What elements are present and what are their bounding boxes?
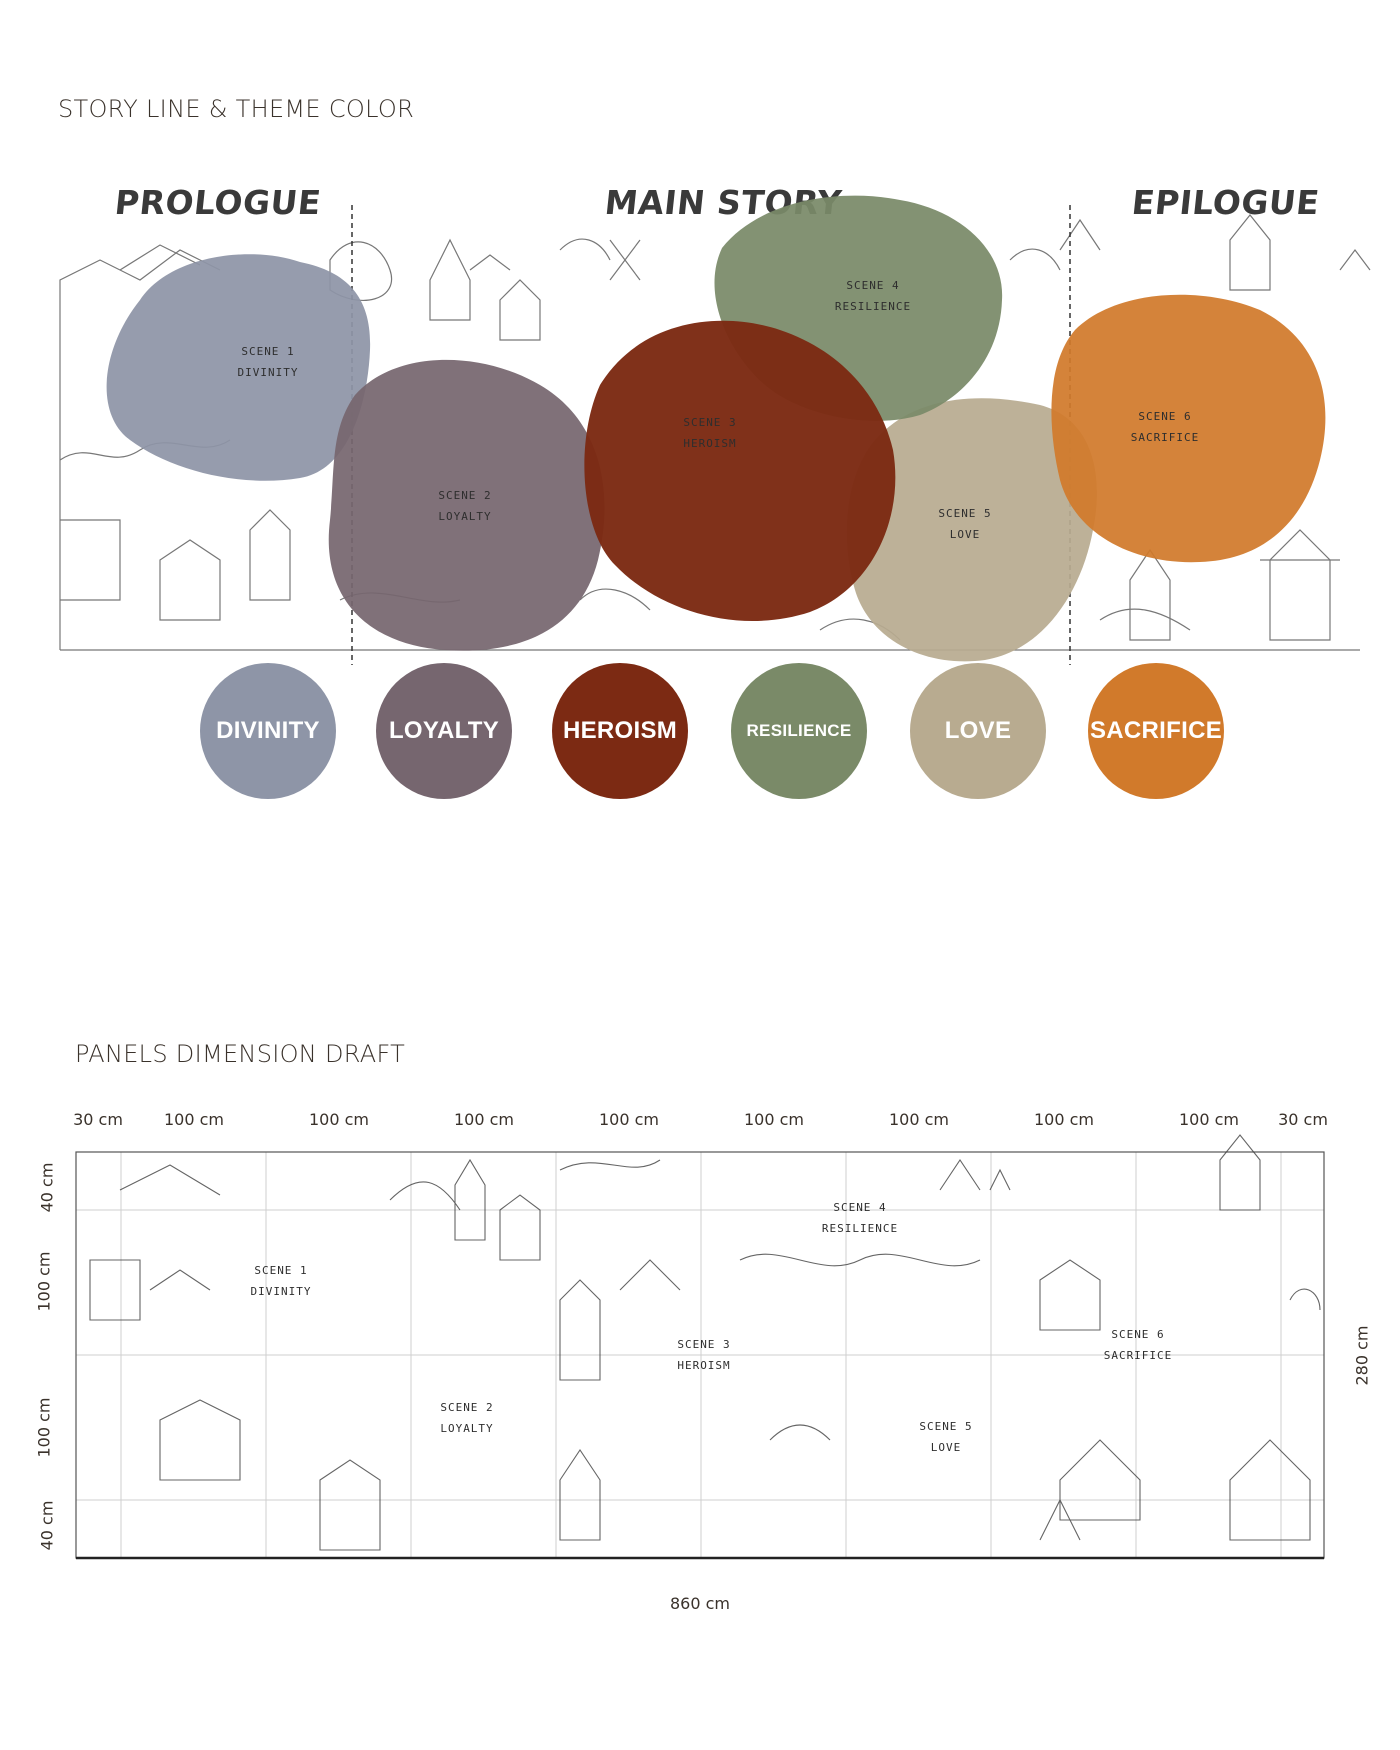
dim-top-7: 100 cm xyxy=(888,1110,950,1129)
swatch-heroism: HEROISM xyxy=(552,663,688,799)
dim-left-1: 40 cm xyxy=(37,1162,57,1213)
dim-top-10: 30 cm xyxy=(1278,1110,1328,1129)
scene-blob-3 xyxy=(584,320,896,622)
dim-top-3: 100 cm xyxy=(308,1110,370,1129)
storyline-illustration xyxy=(59,195,1371,665)
scene-blob-5 xyxy=(846,398,1097,662)
scene-blob-1 xyxy=(106,254,371,481)
scene-blob-6 xyxy=(1051,294,1326,563)
sketch-background xyxy=(59,214,1371,651)
dimension-section-title: PANELS DIMENSION DRAFT xyxy=(75,1040,406,1068)
dim-top-8: 100 cm xyxy=(1033,1110,1095,1129)
dim-top-2: 100 cm xyxy=(163,1110,225,1129)
dim-top-5: 100 cm xyxy=(598,1110,660,1129)
swatch-resilience: RESILIENCE xyxy=(731,663,867,799)
dim-top-6: 100 cm xyxy=(743,1110,805,1129)
dim-top-1: 30 cm xyxy=(73,1110,123,1129)
dim-top-9: 100 cm xyxy=(1178,1110,1240,1129)
dim-right-height: 280 cm xyxy=(1352,1325,1372,1386)
scene-color-blobs xyxy=(106,195,1326,662)
swatch-divinity: DIVINITY xyxy=(200,663,336,799)
scene-blob-2 xyxy=(328,359,605,651)
swatch-loyalty: LOYALTY xyxy=(376,663,512,799)
dim-left-4: 40 cm xyxy=(37,1500,57,1551)
dim-top-4: 100 cm xyxy=(453,1110,515,1129)
swatch-sacrifice: SACRIFICE xyxy=(1088,663,1224,799)
dim-left-3: 100 cm xyxy=(34,1397,54,1458)
swatch-love: LOVE xyxy=(910,663,1046,799)
story-section-title: STORY LINE & THEME COLOR xyxy=(58,95,415,123)
dim-left-2: 100 cm xyxy=(34,1251,54,1312)
dim-total-width: 860 cm xyxy=(669,1594,731,1613)
